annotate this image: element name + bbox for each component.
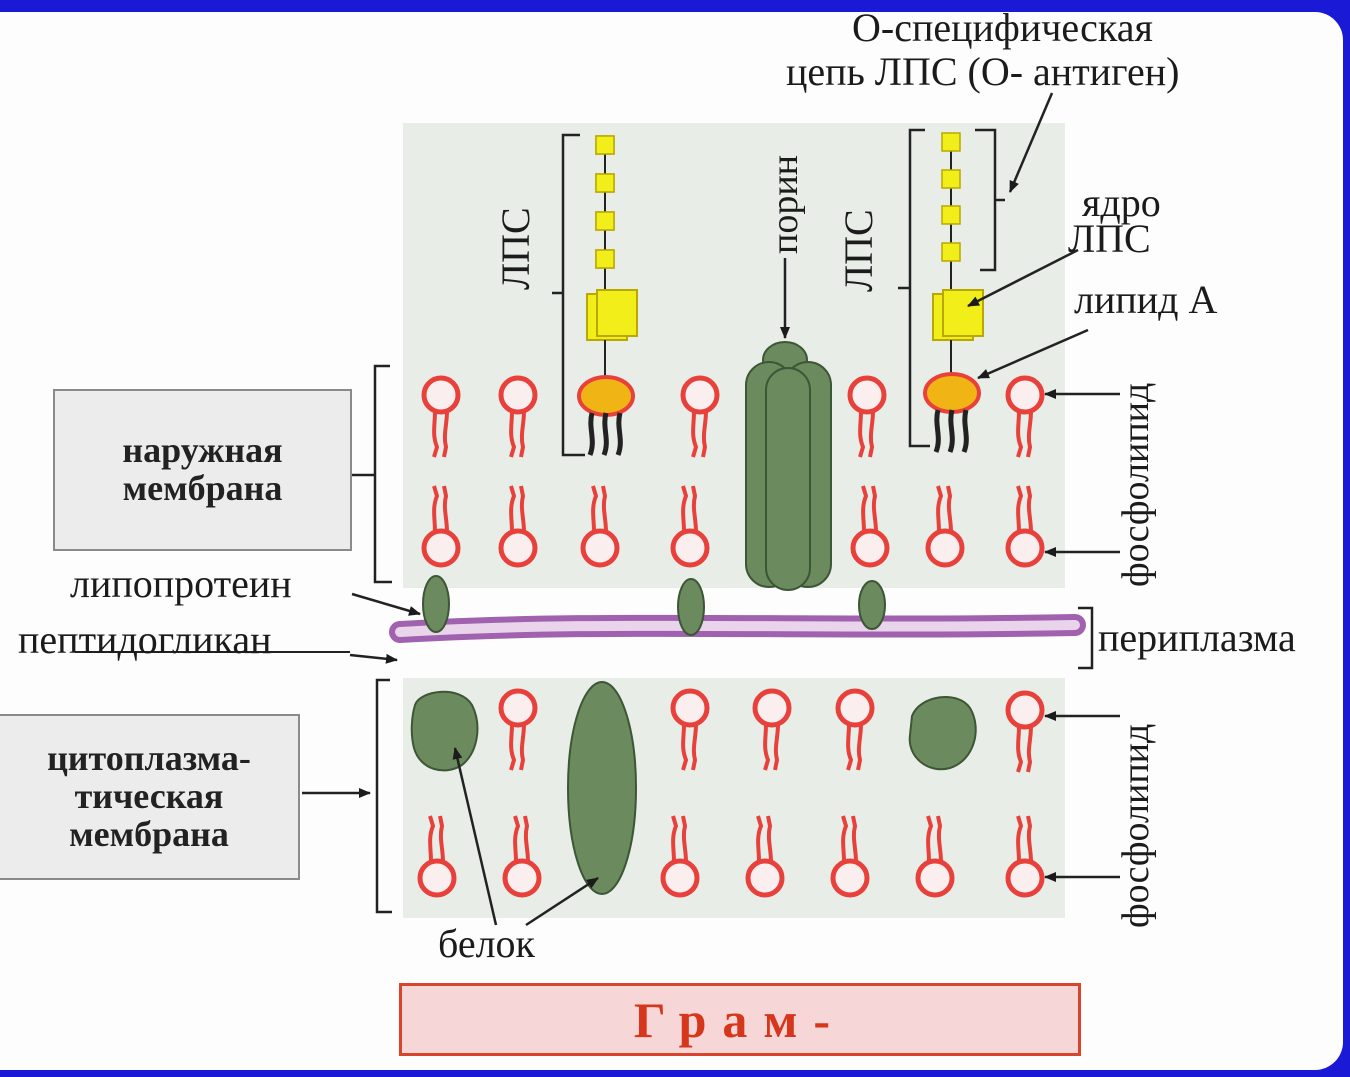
lps-left-label: ЛПС — [496, 207, 536, 290]
outer-membrane-label-line2: мембрана — [123, 468, 283, 508]
lipid-a-label: липид А — [1074, 280, 1217, 320]
cyto-label-line3: мембрана — [69, 814, 229, 854]
outer-membrane-label-line1: наружная — [122, 430, 282, 470]
porin-protein — [746, 342, 831, 590]
lps-right-label: ЛПС — [839, 209, 879, 292]
outer-membrane-bracket — [352, 366, 392, 582]
cyto-label-line1: цитоплазма- — [47, 738, 251, 778]
lipoprotein-label: липопротеин — [70, 564, 292, 604]
outer-membrane-area — [403, 123, 1065, 588]
gram-negative-title: Грам- — [399, 983, 1081, 1056]
cyto-label-line2: тическая — [75, 776, 224, 816]
peptidoglycan-label: пептидогликан — [18, 620, 272, 660]
phospholipid-label-inner: фосфолипид — [1117, 724, 1155, 928]
periplasm-label: периплазма — [1098, 618, 1296, 658]
phospholipid-label-outer: фосфолипид — [1117, 383, 1155, 587]
cytoplasmic-membrane-bracket — [302, 680, 392, 912]
lps-core-label-line2: ЛПС — [1068, 219, 1151, 259]
protein-label: белок — [438, 924, 535, 964]
porin-label: порин — [766, 155, 804, 254]
peptidoglycan-layer — [400, 625, 1075, 632]
o-chain-label-line2: цепь ЛПС (О- антиген) — [786, 52, 1179, 92]
o-chain-label-line1: О-специфическая — [852, 8, 1153, 48]
